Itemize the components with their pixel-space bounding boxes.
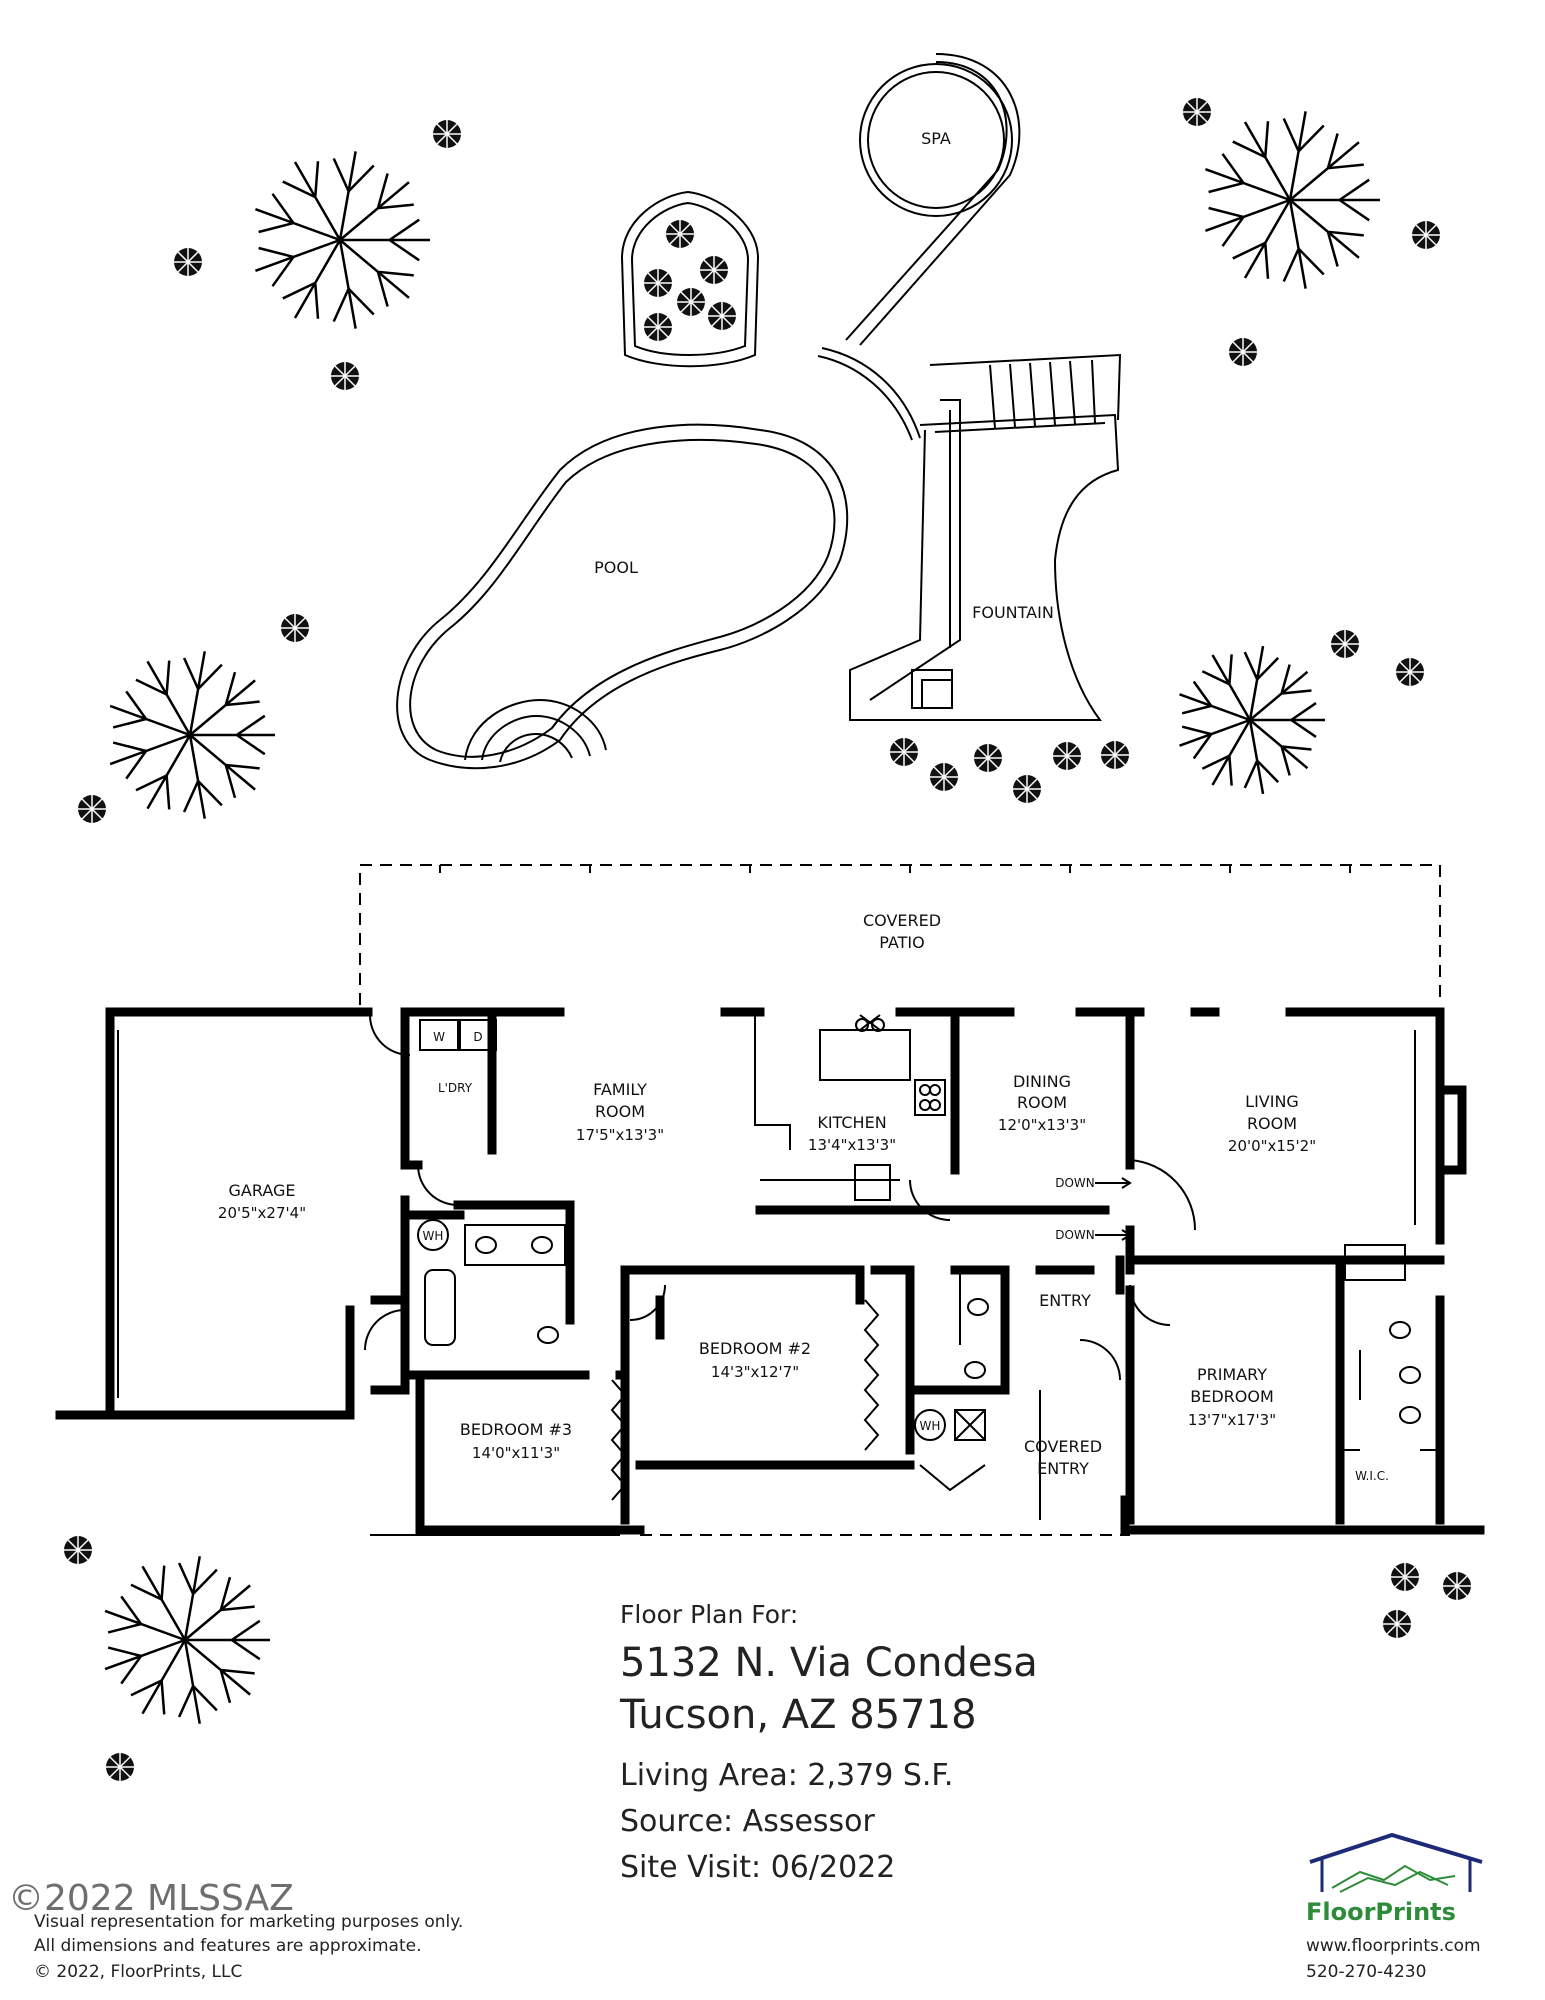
entry-label: ENTRY [1039,1291,1091,1310]
laundry-label: L'DRY [438,1081,473,1095]
living-area: Living Area: 2,379 S.F. [620,1758,954,1793]
covered-entry-label-1: COVERED [1024,1437,1102,1456]
room-labels: GARAGE 20'5"x27'4" L'DRY FAMILY ROOM 17'… [218,1072,1389,1483]
water-heater-label-2: WH [920,1419,941,1433]
brand-website[interactable]: www.floorprints.com [1306,1936,1481,1956]
shrub-icon [331,362,359,390]
shrub-icon [1443,1572,1471,1600]
shrub-icon [1183,98,1211,126]
shrub-icon [700,256,728,284]
shrub-icon [677,288,705,316]
floorprints-logo-icon [1309,1832,1483,1893]
covered-entry-label-2: ENTRY [1037,1459,1089,1478]
shrub-icon [666,220,694,248]
house-walls [55,1007,1485,1536]
family-dims: 17'5"x13'3" [576,1126,664,1144]
shrub-icon [644,269,672,297]
shrub-icon [1013,775,1041,803]
shrub-icon [433,120,461,148]
shrub-icon [1412,221,1440,249]
bedroom2-dims: 14'3"x12'7" [711,1363,799,1381]
living-label-2: ROOM [1247,1114,1297,1133]
shrub-icon [64,1536,92,1564]
patio-label-2: PATIO [879,933,924,952]
fountain-label: FOUNTAIN [972,603,1054,622]
shrub-icon [1101,741,1129,769]
living-label-1: LIVING [1245,1092,1299,1111]
spa: SPA [817,53,1021,441]
shrub-icon [1396,658,1424,686]
disclaimer-1: Visual representation for marketing purp… [34,1912,464,1932]
source: Source: Assessor [620,1804,875,1839]
tree-icon [1179,645,1325,795]
pool: POOL [396,423,849,770]
watermark: ©2022 MLSSAZ [8,1878,294,1919]
patio-label-1: COVERED [863,911,941,930]
shrub-icon [890,738,918,766]
family-label-2: ROOM [595,1102,645,1121]
living-dims: 20'0"x15'2" [1228,1137,1316,1155]
dining-dims: 12'0"x13'3" [998,1116,1086,1134]
down-label-1: DOWN [1055,1176,1095,1190]
landscape-trees [104,111,1380,1724]
shrub-icon [974,744,1002,772]
primary-label-2: BEDROOM [1190,1387,1274,1406]
planter [620,190,760,368]
shrub-icon [281,614,309,642]
family-label-1: FAMILY [593,1080,647,1099]
shrub-icon [174,248,202,276]
garage-label: GARAGE [229,1181,296,1200]
tree-icon [1205,111,1380,289]
copyright: © 2022, FloorPrints, LLC [34,1962,243,1982]
kitchen-label: KITCHEN [817,1113,886,1132]
fixtures: W D WH WH DOWN [417,1014,1421,1441]
bedroom3-dims: 14'0"x11'3" [472,1444,560,1462]
kitchen-dims: 13'4"x13'3" [808,1136,896,1154]
site-visit: Site Visit: 06/2022 [620,1850,896,1885]
brand-name: FloorPrints [1306,1898,1456,1926]
tree-icon [255,151,430,329]
pool-label: POOL [594,558,638,577]
bedroom2-label: BEDROOM #2 [699,1339,811,1358]
bedroom3-label: BEDROOM #3 [460,1420,572,1439]
shrub-icon [1391,1563,1419,1591]
brand-phone: 520-270-4230 [1306,1962,1427,1982]
dining-label-1: DINING [1013,1072,1071,1091]
shrub-icon [106,1753,134,1781]
tree-icon [104,1556,270,1724]
dining-label-2: ROOM [1017,1093,1067,1112]
garage-dims: 20'5"x27'4" [218,1204,306,1222]
disclaimer-2: All dimensions and features are approxim… [34,1936,422,1956]
primary-label-1: PRIMARY [1197,1365,1267,1384]
covered-patio: COVERED PATIO [359,864,1441,1005]
shrub-icon [1383,1610,1411,1638]
spa-label: SPA [921,129,951,148]
shrub-icon [644,313,672,341]
landscape-shrubs [64,98,1471,1781]
shrub-icon [1053,742,1081,770]
primary-dims: 13'7"x17'3" [1188,1411,1276,1429]
water-heater-label-1: WH [423,1229,444,1243]
tree-icon [109,651,275,819]
shrub-icon [708,302,736,330]
address-line-2: Tucson, AZ 85718 [620,1692,977,1738]
shrub-icon [1229,338,1257,366]
washer-label: W [433,1030,445,1044]
fountain: FOUNTAIN [849,353,1122,721]
address-line-1: 5132 N. Via Condesa [620,1640,1038,1686]
down-label-2: DOWN [1055,1228,1095,1242]
shrub-icon [78,795,106,823]
shrub-icon [1331,630,1359,658]
plan-heading: Floor Plan For: [620,1600,799,1629]
wic-label: W.I.C. [1355,1469,1389,1483]
dryer-label: D [473,1030,482,1044]
shrub-icon [930,763,958,791]
